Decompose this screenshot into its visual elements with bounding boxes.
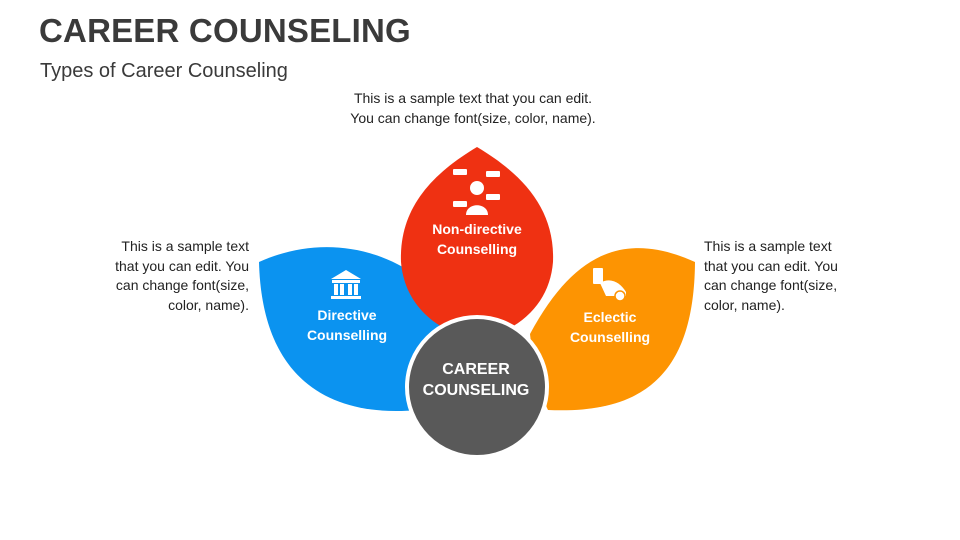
petal-eclectic-label-line2: Counselling: [570, 329, 650, 345]
petal-non-directive-label-line1: Non-directive: [432, 221, 522, 237]
description-left: This is a sample text that you can edit.…: [90, 237, 249, 315]
page-subtitle: Types of Career Counseling: [40, 60, 288, 82]
hand-coin-icon: [593, 268, 626, 302]
description-top-line: This is a sample text that you can edit.: [353, 90, 593, 106]
description-top: This is a sample text that you can edit.…: [300, 89, 646, 128]
description-right-line: can change font(size,: [704, 277, 838, 293]
description-left-line: This is a sample text: [121, 238, 249, 254]
description-left-line: can change font(size,: [115, 277, 249, 293]
petal-eclectic: [530, 248, 695, 411]
description-right: This is a sample text that you can edit.…: [704, 237, 874, 315]
petal-directive-label-line2: Counselling: [307, 327, 387, 343]
center-label-line2: COUNSELING: [423, 382, 530, 399]
description-left-line: color, name).: [168, 296, 249, 313]
description-top-line: You can change font(size, color, name).: [350, 109, 596, 126]
center-label-line1: CAREER: [442, 361, 510, 378]
counselor-chat-icon: [453, 169, 500, 215]
petal-directive-label-line1: Directive: [317, 307, 376, 323]
petal-non-directive: [400, 147, 554, 340]
description-right-line: color, name).: [704, 296, 785, 313]
petal-non-directive-label-line2: Counselling: [437, 241, 517, 257]
description-left-line: that you can edit. You: [115, 257, 249, 274]
petal-eclectic-label-line1: Eclectic: [584, 309, 637, 325]
description-right-line: This is a sample text: [704, 238, 832, 254]
bank-icon: [331, 270, 361, 299]
page-title: CAREER COUNSELING: [39, 12, 411, 49]
description-right-line: that you can edit. You: [704, 257, 838, 274]
center-circle: [405, 315, 549, 459]
